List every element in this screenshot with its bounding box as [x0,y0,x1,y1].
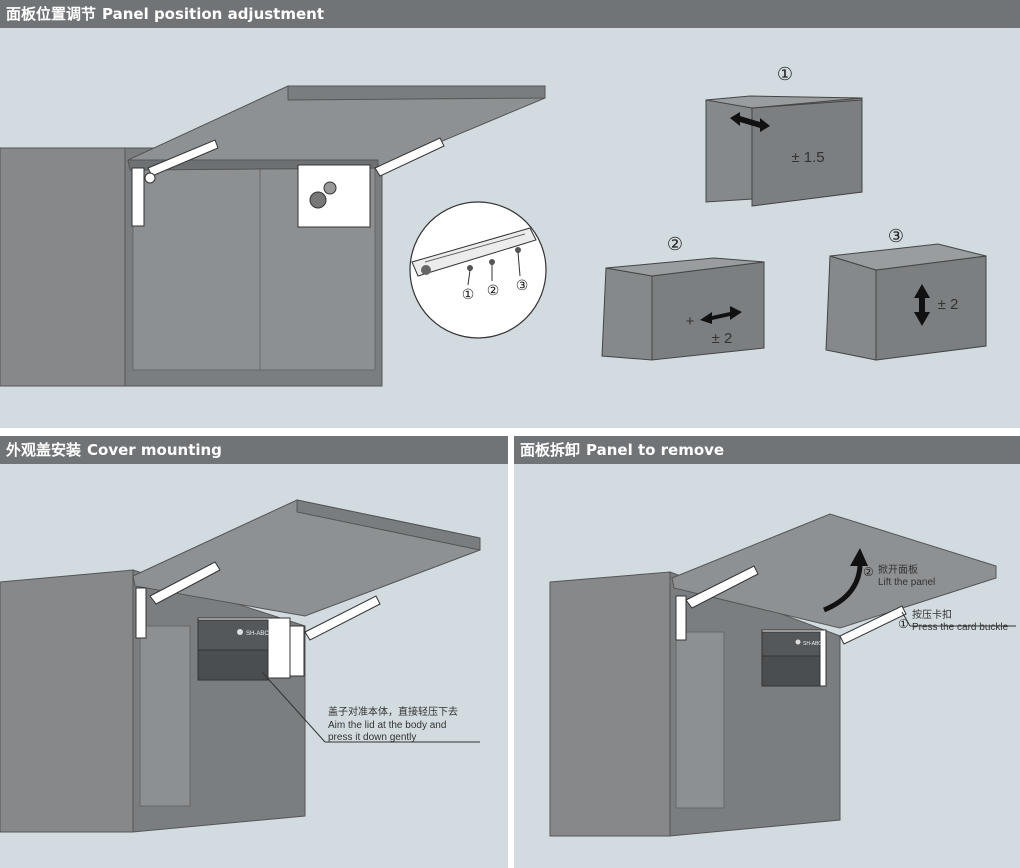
section-panel-remove: 面板拆卸 Panel to remove SH-ABC [514,436,1020,868]
brand-logo: SH-ABC [803,641,822,647]
section-title-cn: 面板拆卸 [520,441,581,459]
cover-instruction-en-2: press it down gently [328,732,416,743]
lift-arrow [823,565,863,613]
step2-marker: ② [863,565,874,579]
cabinet-drawing [0,85,546,387]
cover-illustration: SH-ABC 盖子对准本体，直接轻压下去 Aim the lid at the … [0,499,481,833]
box3-value: ± 2 [938,296,959,313]
adjust-box-2: ② + ± 2 [601,234,765,361]
box2-marker: ② [667,234,683,254]
adjust-box-3: ③ ± 2 [825,226,987,361]
box3-marker: ③ [888,226,904,246]
section-title-cn: 面板位置调节 [6,5,97,23]
zoom-detail: ① ② ③ [409,201,547,339]
zoom-marker-2: ② [487,282,500,298]
mechanism-cover: SH-ABC [197,617,291,681]
hinge-left [131,139,219,227]
zoom-marker-1: ① [462,286,475,302]
step1-cn: 按压卡扣 [912,608,952,621]
remove-illustration: SH-ABC ② 掀开面板 Lift the panel ① 按压卡扣 Pres… [549,513,1016,837]
section-panel-adjustment: 面板位置调节 Panel position adjustment [0,0,1020,428]
cover-instruction-en-1: Aim the lid at the body and [328,720,446,731]
adjust-box-1: ① ± 1.5 [705,64,863,207]
step2-cn: 掀开面板 [878,563,918,576]
box2-value: ± 2 [712,330,733,347]
brand-logo: SH-ABC [246,631,269,637]
hinge-right [297,137,445,228]
section-title-cn: 外观盖安装 [6,441,82,459]
section-header: 外观盖安装 Cover mounting [0,436,508,464]
section-cover-mounting: 外观盖安装 Cover mounting SH-ABC [0,436,508,868]
box1-marker: ① [777,64,793,84]
section-header: 面板拆卸 Panel to remove [514,436,1020,464]
box1-value: ± 1.5 [791,149,824,166]
mechanism-cover: SH-ABC [761,629,827,687]
cabinet-drawing: SH-ABC [549,513,1016,837]
section-header: 面板位置调节 Panel position adjustment [0,0,1020,28]
box2-plus: + [686,313,695,330]
section-title-en: Panel to remove [586,441,725,459]
cover-instruction-cn: 盖子对准本体，直接轻压下去 [328,705,458,718]
adjustment-illustration: ① ② ③ ① ± 1.5 ② + ± 2 ③ [0,64,987,387]
step1-en: Press the card buckle [912,622,1009,633]
step1-marker: ① [898,617,909,631]
cabinet-drawing: SH-ABC [0,499,481,833]
section-title-en: Cover mounting [87,441,222,459]
section-title-en: Panel position adjustment [102,5,325,23]
zoom-marker-3: ③ [516,277,529,293]
step2-en: Lift the panel [878,577,935,588]
